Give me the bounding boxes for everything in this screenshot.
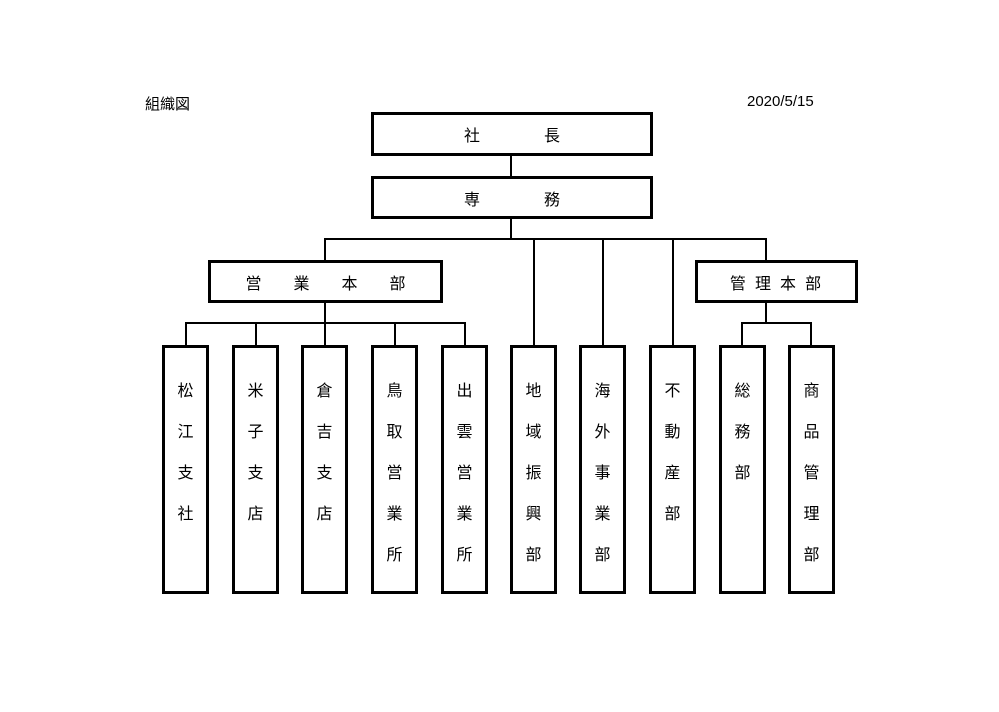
unit-label-char: 振 (525, 463, 542, 482)
connector-president-director (510, 155, 512, 177)
chart-date: 2020/5/15 (747, 93, 814, 110)
unit-label-char: 業 (456, 504, 473, 523)
unit-label-char: 支 (247, 463, 264, 482)
unit-label-char: 所 (386, 545, 403, 564)
connector-admin-hq-down (765, 302, 767, 324)
unit-label-char: 鳥 (386, 381, 403, 400)
unit-label-char: 部 (803, 545, 820, 564)
unit-label-char: 支 (177, 463, 194, 482)
unit-label-char: 店 (316, 504, 333, 523)
direct-unit-box: 海外事業部 (579, 345, 626, 594)
unit-label-char: 地 (525, 381, 542, 400)
unit-label-char: 不 (664, 381, 681, 400)
direct-unit-box: 不動産部 (649, 345, 696, 594)
unit-label-char: 社 (177, 504, 194, 523)
unit-label-char: 興 (525, 504, 542, 523)
unit-label-char: 部 (734, 463, 751, 482)
connector-sales-2 (255, 322, 257, 346)
chart-title: 組織図 (145, 95, 191, 113)
unit-label-char: 域 (525, 422, 542, 441)
connector-admin-bus (741, 322, 812, 324)
unit-label-char: 倉 (316, 381, 333, 400)
unit-label-char: 海 (594, 381, 611, 400)
connector-sales-4 (394, 322, 396, 346)
unit-label-char: 総 (734, 381, 751, 400)
sales-unit-box: 米子支店 (232, 345, 279, 594)
unit-label-char: 子 (247, 422, 264, 441)
sales-unit-box: 出雲営業所 (441, 345, 488, 594)
unit-label-char: 江 (177, 422, 194, 441)
unit-label-char: 営 (456, 463, 473, 482)
connector-admin-1 (741, 322, 743, 346)
unit-label-char: 商 (803, 381, 820, 400)
unit-label-char: 業 (594, 504, 611, 523)
connector-main-bus (324, 238, 767, 240)
unit-label-char: 店 (247, 504, 264, 523)
sales-unit-box: 松江支社 (162, 345, 209, 594)
unit-label-char: 外 (594, 422, 611, 441)
unit-label-char: 出 (456, 381, 473, 400)
unit-label-char: 品 (803, 422, 820, 441)
sales-unit-box: 鳥取営業所 (371, 345, 418, 594)
admin-unit-box: 総務部 (719, 345, 766, 594)
unit-label-char: 営 (386, 463, 403, 482)
unit-label-char: 産 (664, 463, 681, 482)
unit-label-char: 雲 (456, 422, 473, 441)
president-label: 社 長 (463, 126, 560, 145)
admin-unit-box: 商品管理部 (788, 345, 835, 594)
connector-to-sales-hq (324, 238, 326, 261)
unit-label-char: 理 (803, 504, 820, 523)
direct-unit-box: 地域振興部 (510, 345, 557, 594)
connector-director-down (510, 218, 512, 239)
admin-hq-label: 管 理 本 部 (729, 273, 824, 293)
connector-to-regional (533, 238, 535, 346)
unit-label-char: 部 (664, 504, 681, 523)
managing-director-box: 専 務 (371, 176, 653, 219)
unit-label-char: 業 (386, 504, 403, 523)
sales-hq-label: 営 業 本 部 (245, 273, 406, 293)
connector-to-overseas (602, 238, 604, 346)
unit-label-char: 所 (456, 545, 473, 564)
unit-label-char: 務 (734, 422, 751, 441)
sales-hq-box: 営 業 本 部 (208, 260, 443, 303)
connector-sales-hq-down (324, 302, 326, 324)
president-box: 社 長 (371, 112, 653, 156)
unit-label-char: 動 (664, 422, 681, 441)
unit-label-char: 部 (594, 545, 611, 564)
connector-sales-3 (324, 322, 326, 346)
unit-label-char: 部 (525, 545, 542, 564)
connector-to-admin-hq (765, 238, 767, 261)
unit-label-char: 取 (386, 422, 403, 441)
unit-label-char: 支 (316, 463, 333, 482)
admin-hq-box: 管 理 本 部 (695, 260, 858, 303)
connector-admin-2 (810, 322, 812, 346)
connector-sales-1 (185, 322, 187, 346)
unit-label-char: 松 (177, 381, 194, 400)
sales-unit-box: 倉吉支店 (301, 345, 348, 594)
unit-label-char: 米 (247, 381, 264, 400)
unit-label-char: 管 (803, 463, 820, 482)
connector-to-realestate (672, 238, 674, 346)
managing-director-label: 専 務 (463, 189, 560, 209)
unit-label-char: 事 (594, 463, 611, 482)
connector-sales-5 (464, 322, 466, 346)
unit-label-char: 吉 (316, 422, 333, 441)
